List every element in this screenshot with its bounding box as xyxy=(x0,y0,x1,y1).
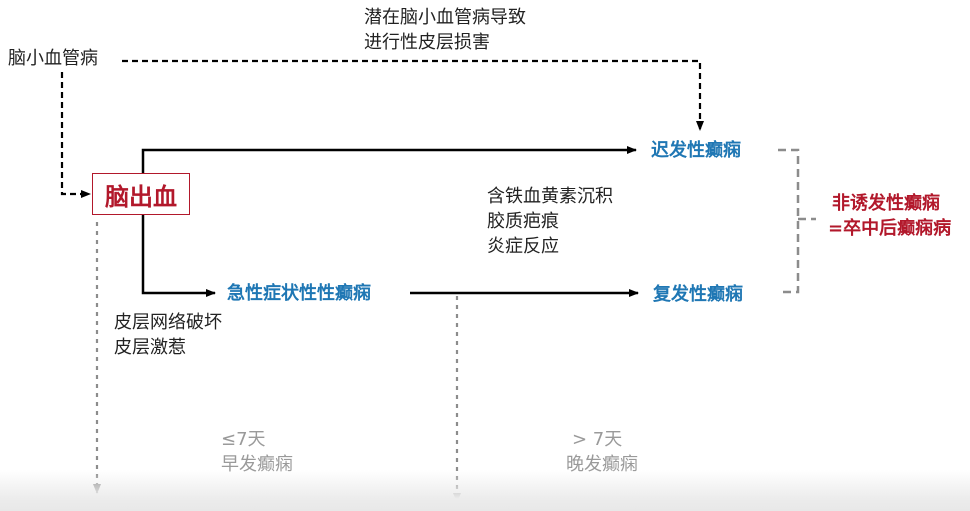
node-unprovoked-line2: =卒中后癫痫病 xyxy=(828,218,952,239)
mechanism-iron-line2: 胶质疤痕 xyxy=(487,211,559,232)
ich-label: 脑出血 xyxy=(105,182,177,211)
node-small-vessel-disease: 脑小血管病 xyxy=(8,48,98,69)
timeline-late-label: 晚发癫痫 xyxy=(566,454,638,475)
mechanism-cortex-line2: 皮层激惹 xyxy=(114,337,186,358)
mechanism-iron-line3: 炎症反应 xyxy=(487,236,559,257)
small-vessel-note-line1: 潜在脑小血管病导致 xyxy=(364,7,526,28)
node-intracerebral-hemorrhage: 脑出血 xyxy=(92,173,190,215)
timeline-early-days: ≤7天 xyxy=(221,429,266,450)
mechanism-iron-line1: 含铁血黄素沉积 xyxy=(487,186,613,207)
mechanism-cortex-line1: 皮层网络破坏 xyxy=(114,312,222,333)
arrow-small-vessel-to-delayed xyxy=(122,59,704,131)
node-recurrent-epilepsy: 复发性癫痫 xyxy=(653,284,743,305)
arrow-small-vessel-to-ich xyxy=(60,72,91,198)
arrow-ich-to-acute xyxy=(141,215,216,297)
node-delayed-epilepsy: 迟发性癫痫 xyxy=(651,140,741,161)
small-vessel-note-line2: 进行性皮层损害 xyxy=(364,32,490,53)
timeline-late-days: > 7天 xyxy=(572,429,623,450)
node-unprovoked-line1: 非诱发性癫痫 xyxy=(832,193,940,214)
node-acute-symptomatic-seizure: 急性症状性性癫痫 xyxy=(227,283,371,304)
timeline-early-label: 早发癫痫 xyxy=(221,454,293,475)
bracket-unprovoked xyxy=(778,148,816,294)
arrow-ich-to-delayed xyxy=(141,146,637,173)
